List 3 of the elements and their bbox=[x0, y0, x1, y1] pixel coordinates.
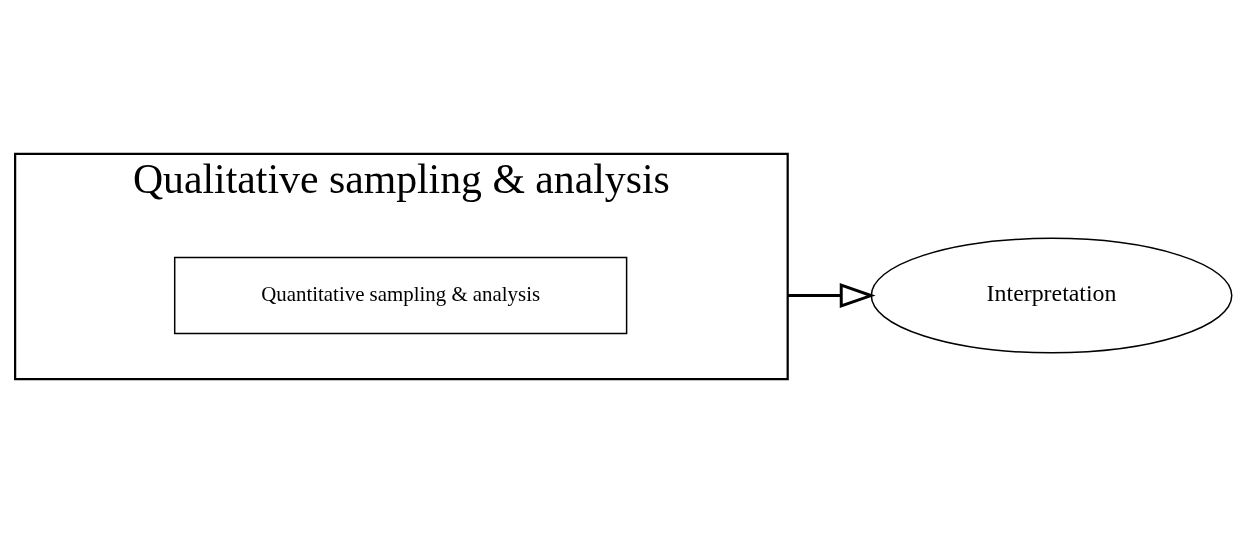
node-box: Quantitative sampling & analysis bbox=[173, 256, 628, 335]
node-ellipse: Interpretation bbox=[870, 237, 1233, 354]
arrow bbox=[787, 283, 876, 309]
